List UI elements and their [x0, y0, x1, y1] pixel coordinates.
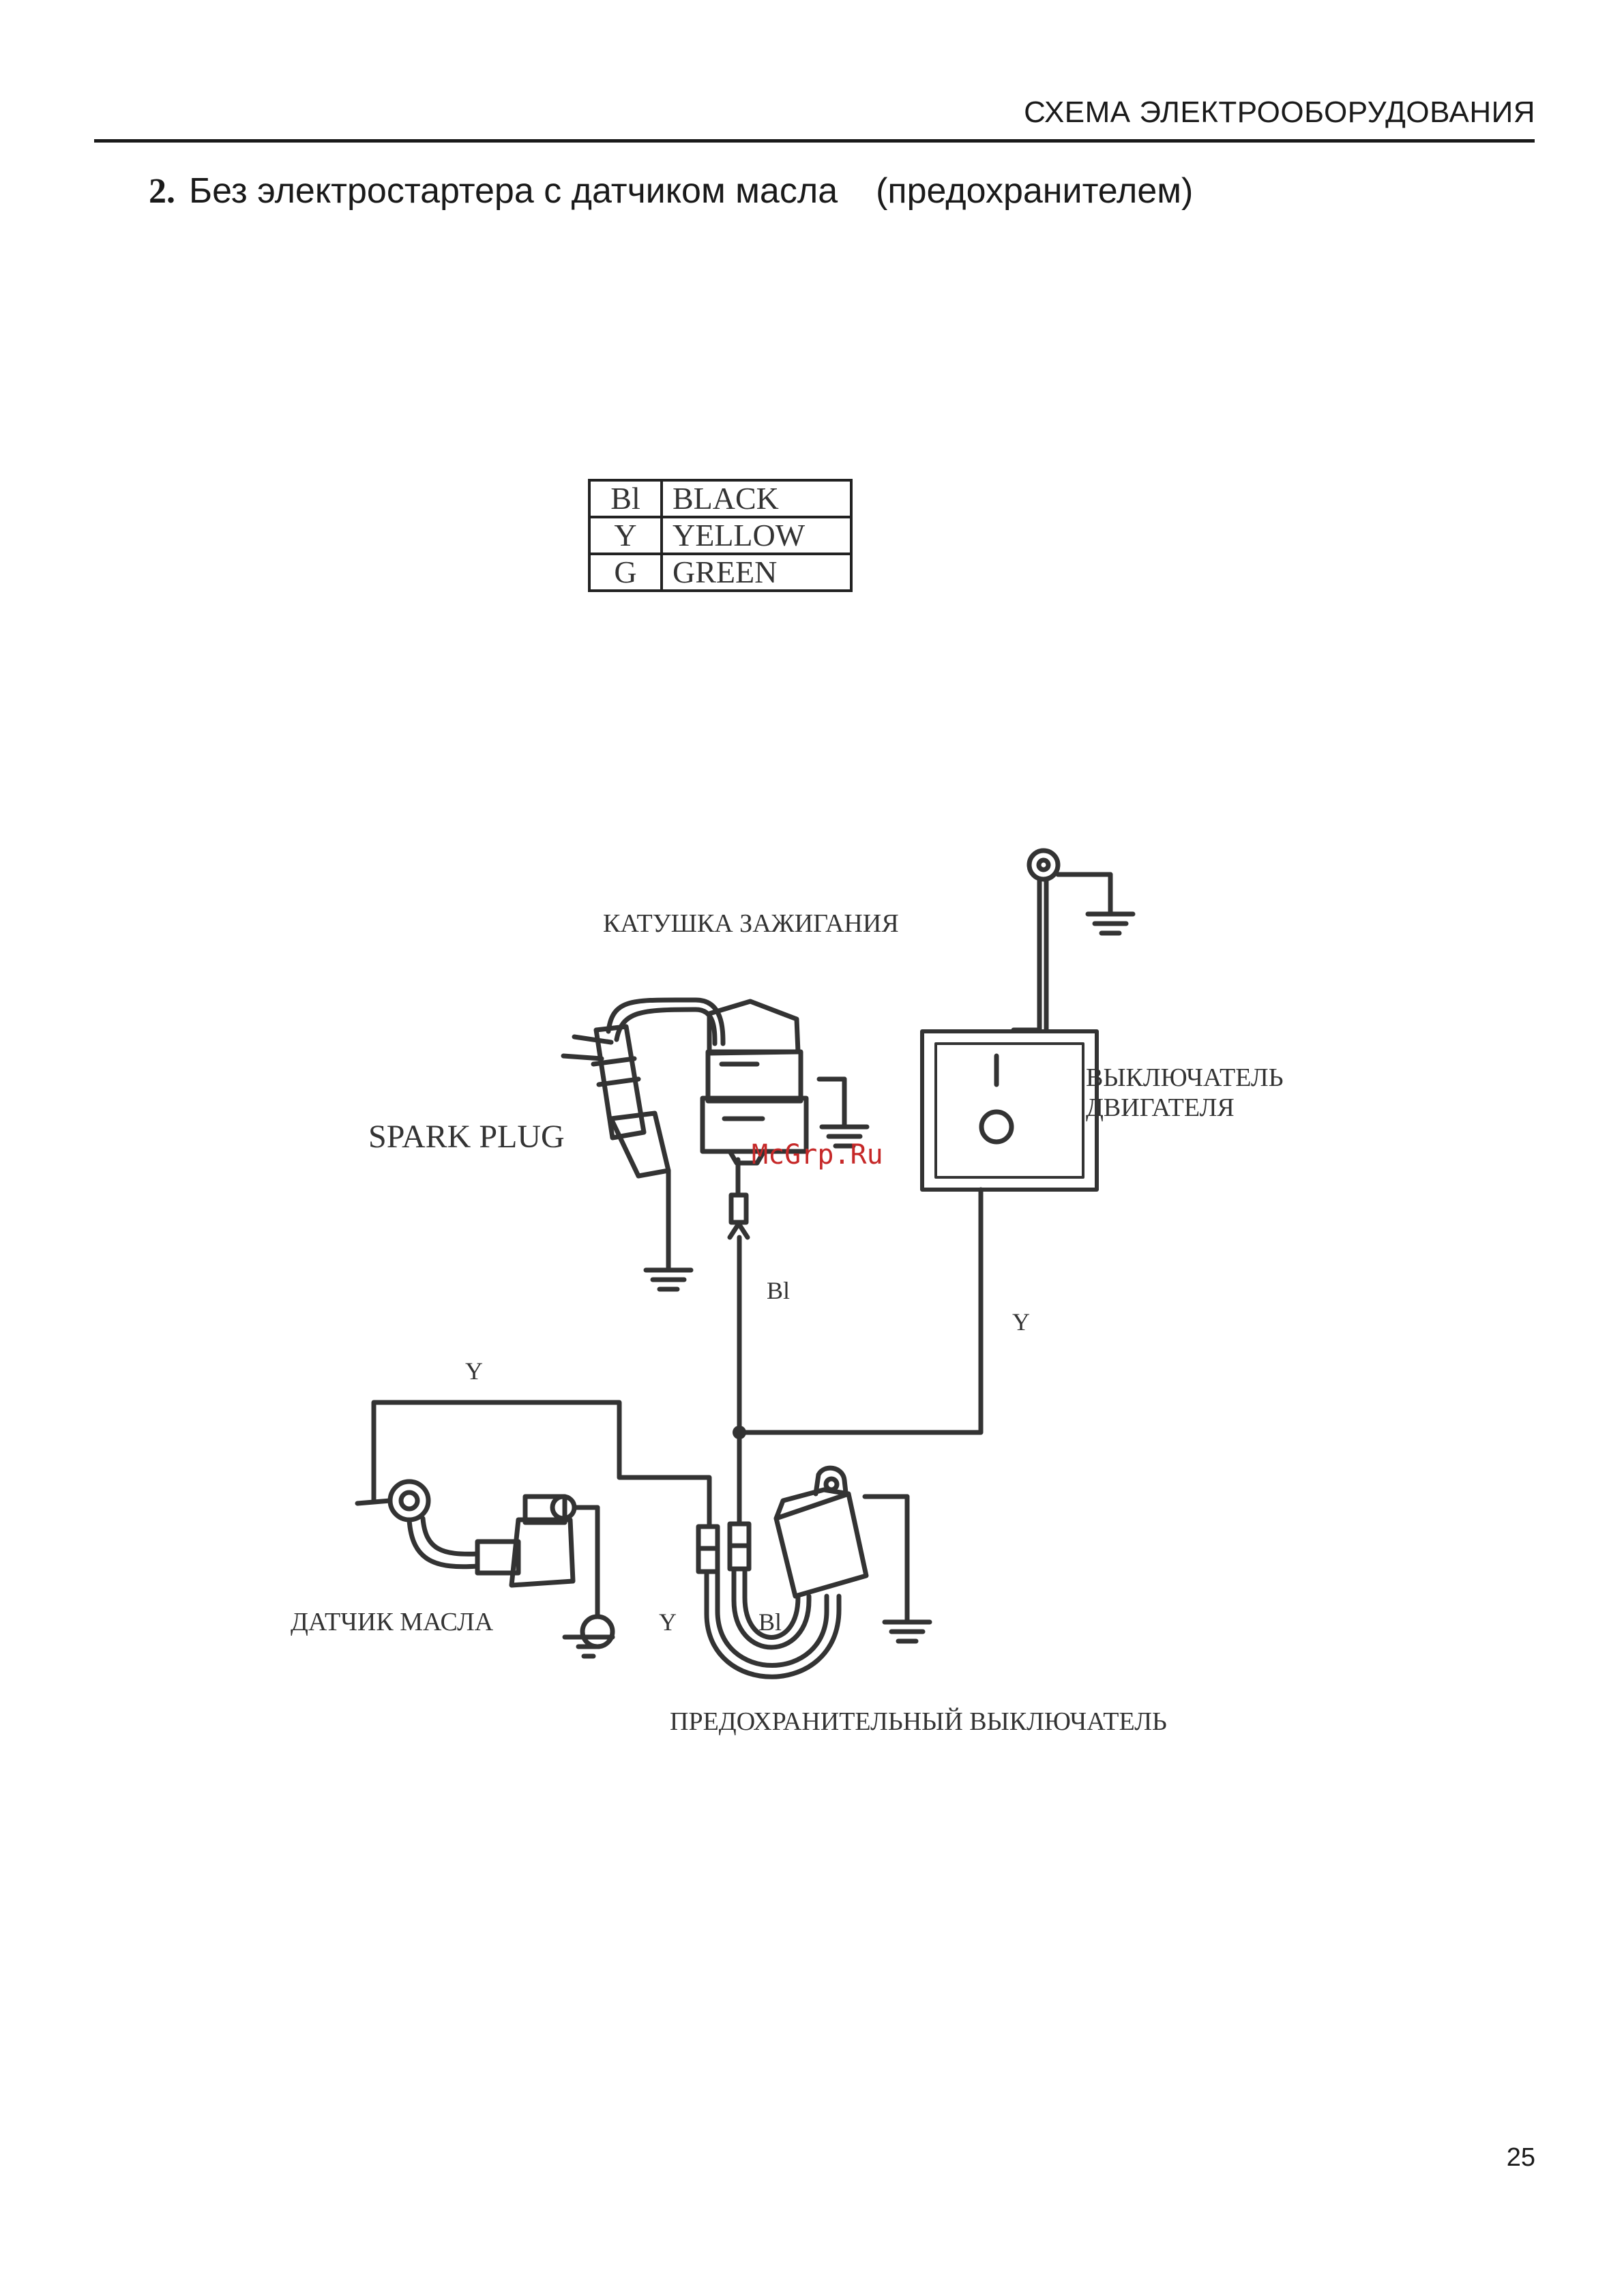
- spark-plug-label: SPARK PLUG: [368, 1119, 565, 1155]
- ground-terminal-icon: [1014, 851, 1110, 1030]
- ground-symbol: [819, 1079, 867, 1146]
- ground-symbol: [646, 1171, 691, 1289]
- watermark: McGrp.Ru: [752, 1139, 883, 1171]
- wire-connector-icon: [698, 1524, 749, 1572]
- yellow-wire-y: [374, 1402, 709, 1527]
- page-number: 25: [1507, 2143, 1535, 2173]
- wire-label-y: Y: [465, 1357, 483, 1385]
- engine-switch-label: ДВИГАТЕЛЯ: [1086, 1093, 1235, 1122]
- engine-switch-label: ВЫКЛЮЧАТЕЛЬ: [1086, 1063, 1284, 1092]
- engine-switch-icon: [739, 1031, 1097, 1432]
- ground-symbol: [865, 1497, 930, 1641]
- ignition-coil-label: КАТУШКА ЗАЖИГАНИЯ: [603, 909, 899, 938]
- wire-label-bl: Bl: [758, 1608, 782, 1636]
- ground-symbol: [1088, 874, 1133, 933]
- spark-plug-lead: [617, 1010, 715, 1044]
- wire-label-bl: Bl: [767, 1277, 790, 1304]
- wire-junction: [733, 1426, 746, 1439]
- wire-label-y: Y: [659, 1608, 677, 1636]
- wire-label-y: Y: [1012, 1308, 1030, 1336]
- black-wire-bl: [730, 1160, 748, 1524]
- spark-plug-icon: [563, 1027, 668, 1176]
- oil-sensor-label: ДАТЧИК МАСЛА: [291, 1608, 494, 1636]
- safety-switch-icon: [776, 1468, 866, 1596]
- safety-switch-label: ПРЕДОХРАНИТЕЛЬНЫЙ ВЫКЛЮЧАТЕЛЬ: [670, 1707, 1167, 1736]
